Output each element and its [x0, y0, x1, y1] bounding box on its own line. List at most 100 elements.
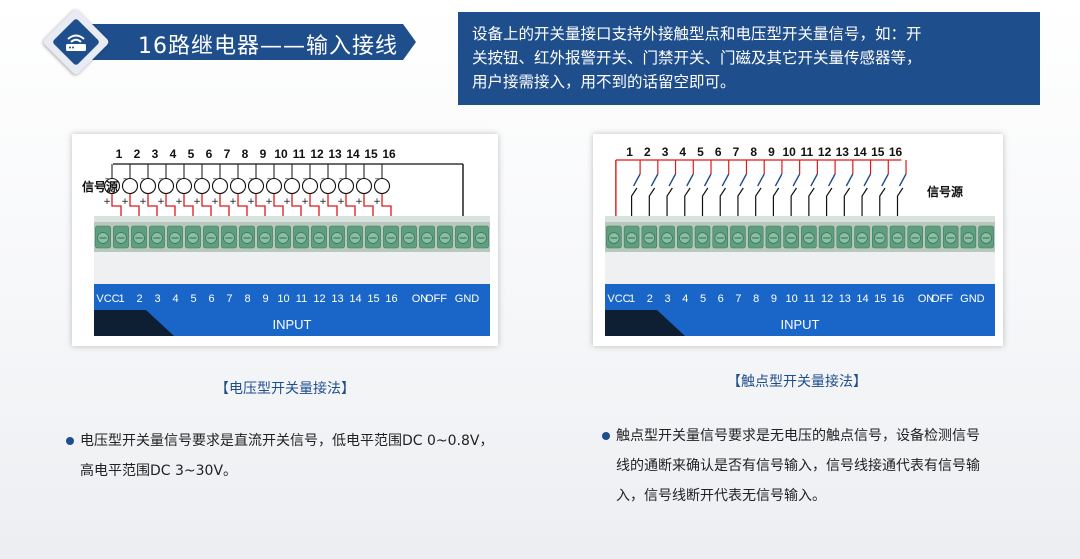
- contact-switch-blade: [881, 173, 889, 187]
- board-label: GND: [960, 293, 985, 305]
- board-label: 9: [262, 293, 268, 305]
- page-title: 16路继电器——输入接线: [138, 34, 398, 59]
- board-white: [94, 252, 490, 284]
- signal-source-circle: [121, 177, 139, 195]
- minus-sign: –: [105, 174, 110, 184]
- board-label: 8: [244, 293, 250, 305]
- signal-source-label: 信号源: [82, 179, 118, 194]
- board-label: GND: [455, 293, 480, 305]
- input-label: INPUT: [273, 317, 312, 332]
- contact-switch-blade: [863, 173, 872, 187]
- banner-bar: [92, 24, 416, 60]
- label-stripe: [94, 284, 490, 310]
- board-label: 12: [821, 293, 833, 305]
- contact-diagram-caption: 【触点型开关量接法】: [727, 374, 867, 390]
- plus-sign: +: [373, 197, 381, 207]
- channel-number: 5: [697, 145, 704, 159]
- channel-number: 16: [889, 145, 903, 159]
- channel-number: 2: [134, 147, 141, 161]
- plus-sign: +: [265, 197, 273, 207]
- signal-source-circle: [337, 177, 355, 195]
- channel-number: 14: [346, 147, 360, 161]
- plus-sign: +: [355, 197, 363, 207]
- signal-source-circle: [319, 177, 337, 195]
- description-line: 用户接需接入，用不到的话留空即可。: [472, 73, 736, 91]
- channel-number: 1: [116, 147, 123, 161]
- board-label: OFF: [931, 293, 953, 305]
- input-label: INPUT: [781, 317, 820, 332]
- voltage-diagram-caption: 【电压型开关量接法】: [215, 381, 355, 397]
- board-label: 5: [700, 293, 706, 305]
- minus-sign: –: [195, 174, 200, 184]
- contact-note-line: 线的通断来确认是否有信号输入，信号线接通代表有信号输: [616, 458, 980, 474]
- signal-source-circle: [301, 177, 319, 195]
- minus-sign: –: [339, 174, 344, 184]
- plus-sign: +: [193, 197, 201, 207]
- channel-number: 7: [733, 145, 740, 159]
- channel-number: 5: [188, 147, 195, 161]
- plus-sign: +: [157, 197, 165, 207]
- board-label: 9: [771, 293, 777, 305]
- board-label: 15: [367, 293, 379, 305]
- signal-source-circle: [175, 177, 193, 195]
- plus-sign: +: [319, 197, 327, 207]
- contact-switch-blade: [721, 173, 730, 187]
- contact-switch-blade: [774, 173, 783, 187]
- terminal-strip-top: [605, 216, 995, 222]
- plus-sign: +: [175, 197, 183, 207]
- board-label: 3: [664, 293, 670, 305]
- plus-sign: +: [337, 197, 345, 207]
- channel-number: 15: [871, 145, 885, 159]
- channel-number: 6: [715, 145, 722, 159]
- channel-number: 6: [206, 147, 213, 161]
- channel-number: 14: [853, 145, 867, 159]
- minus-sign: –: [303, 174, 308, 184]
- minus-sign: –: [177, 174, 182, 184]
- board-white: [605, 252, 995, 284]
- minus-sign: –: [249, 174, 254, 184]
- signal-source-circle: [355, 177, 373, 195]
- minus-sign: –: [321, 174, 326, 184]
- contact-switch-blade: [668, 173, 677, 187]
- channel-number: 16: [382, 147, 396, 161]
- board-label: 3: [154, 293, 160, 305]
- board-label: 8: [753, 293, 759, 305]
- channel-number: 7: [224, 147, 231, 161]
- voltage-diagram-svg: 1–+2–+3–+4–+5–+6–+7–+8–+9–+10–+11–+12–+1…: [82, 147, 490, 336]
- contact-switch-blade: [792, 173, 801, 187]
- channel-number: 12: [310, 147, 324, 161]
- voltage-note-line: 高电平范围DC 3~30V。: [80, 463, 238, 479]
- minus-sign: –: [285, 174, 290, 184]
- minus-sign: –: [375, 174, 380, 184]
- board-label: ON: [412, 293, 429, 305]
- board-label: 11: [296, 293, 307, 305]
- signal-source-circle: [283, 177, 301, 195]
- channel-number: 11: [293, 147, 306, 161]
- channel-number: 10: [782, 145, 796, 159]
- contact-switch-blade: [898, 173, 907, 187]
- board-label: 4: [172, 293, 178, 305]
- channel-number: 12: [818, 145, 832, 159]
- board-label: 4: [682, 293, 688, 305]
- board-label: 13: [839, 293, 851, 305]
- contact-note-line: 入，信号线断开代表无信号输入。: [616, 488, 826, 504]
- board-label: 16: [892, 293, 904, 305]
- signal-source-circle: [247, 177, 265, 195]
- plus-sign: +: [121, 197, 129, 207]
- board-label: 7: [735, 293, 741, 305]
- channel-number: 4: [170, 147, 177, 161]
- input-stripe-corner: [605, 310, 685, 336]
- board-label: 2: [136, 293, 142, 305]
- contact-switch-blade: [703, 173, 712, 187]
- minus-sign: –: [213, 174, 218, 184]
- minus-sign: –: [141, 174, 146, 184]
- channel-number: 15: [364, 147, 378, 161]
- channel-number: 3: [152, 147, 159, 161]
- board-label: ON: [918, 293, 935, 305]
- board-label: 7: [226, 293, 232, 305]
- channel-number: 2: [644, 145, 651, 159]
- voltage-note-line: 电压型开关量信号要求是直流开关信号，低电平范围DC 0~0.8V，: [80, 433, 494, 449]
- description-box: 设备上的开关量接口支持外接触型点和电压型开关量信号，如：开 关按钮、红外报警开关…: [458, 12, 1040, 105]
- contact-switch-blade: [757, 173, 765, 187]
